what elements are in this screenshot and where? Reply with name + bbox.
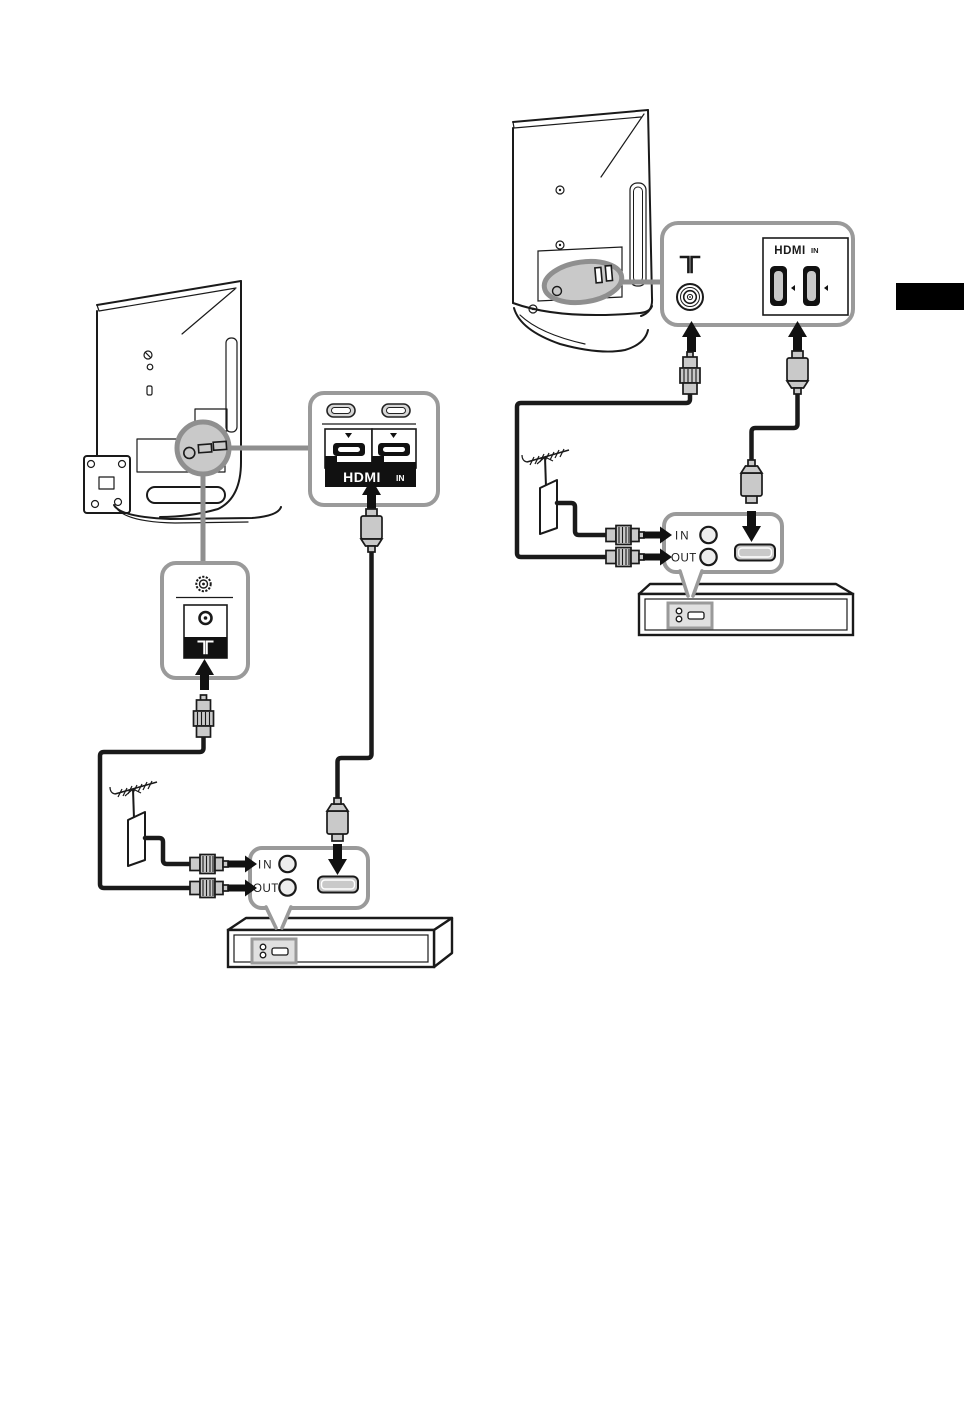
hdmi-out-port: [734, 543, 776, 562]
right-diagram: HDMI IN: [512, 109, 855, 637]
wall-mount-bracket: [83, 455, 131, 514]
antenna-cable-tv: [514, 391, 693, 560]
hdmi-receptacle-icon: [378, 443, 410, 456]
hdmi-cable: [749, 390, 800, 464]
antenna-in-label: IN: [258, 860, 274, 872]
coax-connector: [605, 546, 645, 568]
antenna-jack-icon: [198, 610, 213, 626]
hdmi-plug: [786, 350, 809, 395]
tv-handle-slot: [225, 337, 238, 433]
hdmi-port-icon: [770, 266, 787, 306]
coax-connector: [605, 524, 645, 546]
antenna-in-jack: [699, 525, 718, 545]
hdmi-cable: [335, 548, 374, 802]
box-rear-connector-area: [666, 601, 714, 630]
hdmi-logo-label: HDMI: [774, 245, 805, 257]
antenna-in-jack: [278, 854, 297, 874]
connector-callout-circle: [174, 419, 232, 477]
hdmi-logo-label: HDMI: [343, 469, 381, 485]
tv-rear-left: [83, 280, 310, 563]
hdmi-jack-icon: [197, 443, 213, 454]
antenna-icon: [521, 448, 570, 535]
antenna-out-jack: [278, 878, 297, 897]
coax-jack-icon: [551, 285, 563, 297]
coax-jack-icon: [183, 446, 196, 460]
callout-tail: [678, 569, 704, 597]
hdmi-jack-icon: [593, 266, 604, 284]
set-top-box-right: [637, 582, 855, 637]
insert-direction-triangle: [345, 433, 352, 438]
coax-plug: [192, 694, 215, 738]
antenna-in-label: IN: [675, 531, 691, 543]
hdmi-out-port: [317, 875, 359, 894]
box-rear-connector-area: [250, 937, 298, 965]
connector-callout-oval: [541, 258, 625, 306]
tv-stand: [512, 302, 653, 353]
hdmi-plug: [360, 508, 383, 553]
antenna-input-panel-left: [160, 561, 250, 690]
antenna-lead-cable: [554, 500, 608, 538]
hdmi-in-suffix-label: IN: [811, 246, 819, 255]
hdmi-port-icon: [803, 266, 820, 306]
antenna-out-label: OUT: [253, 883, 279, 895]
antenna-icon: [109, 780, 158, 867]
hdmi-plug-down: [326, 797, 349, 842]
hdmi-plug-down: [740, 459, 763, 504]
tv-rear-right: [512, 109, 662, 353]
set-top-box-left: [226, 916, 454, 969]
tv-handle-slot: [629, 182, 647, 287]
hdmi-in-panel-left: HDMI IN: [308, 391, 440, 510]
connector-panel-right: HDMI IN: [660, 221, 855, 352]
port-marker-triangle: [791, 285, 795, 291]
hdmi-in-suffix-label: IN: [396, 473, 405, 483]
antenna-jack-icon: [676, 283, 704, 311]
coax-plug: [679, 351, 701, 395]
antenna-out-jack: [699, 547, 718, 567]
tv-stand: [113, 486, 282, 524]
hdmi-receptacle-icon: [333, 443, 365, 456]
coax-connector: [189, 853, 229, 875]
antenna-cable-tv: [97, 734, 206, 891]
antenna-out-label: OUT: [671, 553, 697, 565]
hdmi-jack-icon: [212, 440, 228, 452]
hdmi-slot-icon: [381, 403, 411, 418]
left-diagram: HDMI IN: [83, 280, 454, 969]
insert-direction-triangle: [390, 433, 397, 438]
port-marker-triangle: [824, 285, 828, 291]
section-tab: [896, 283, 964, 310]
tv-screw-icons: [143, 350, 154, 396]
hdmi-jack-icon: [604, 264, 614, 282]
coax-symbol-icon: [195, 575, 212, 593]
hdmi-slot-icon: [326, 403, 356, 418]
coax-connector: [189, 877, 229, 899]
antenna-lead-cable: [142, 835, 192, 867]
